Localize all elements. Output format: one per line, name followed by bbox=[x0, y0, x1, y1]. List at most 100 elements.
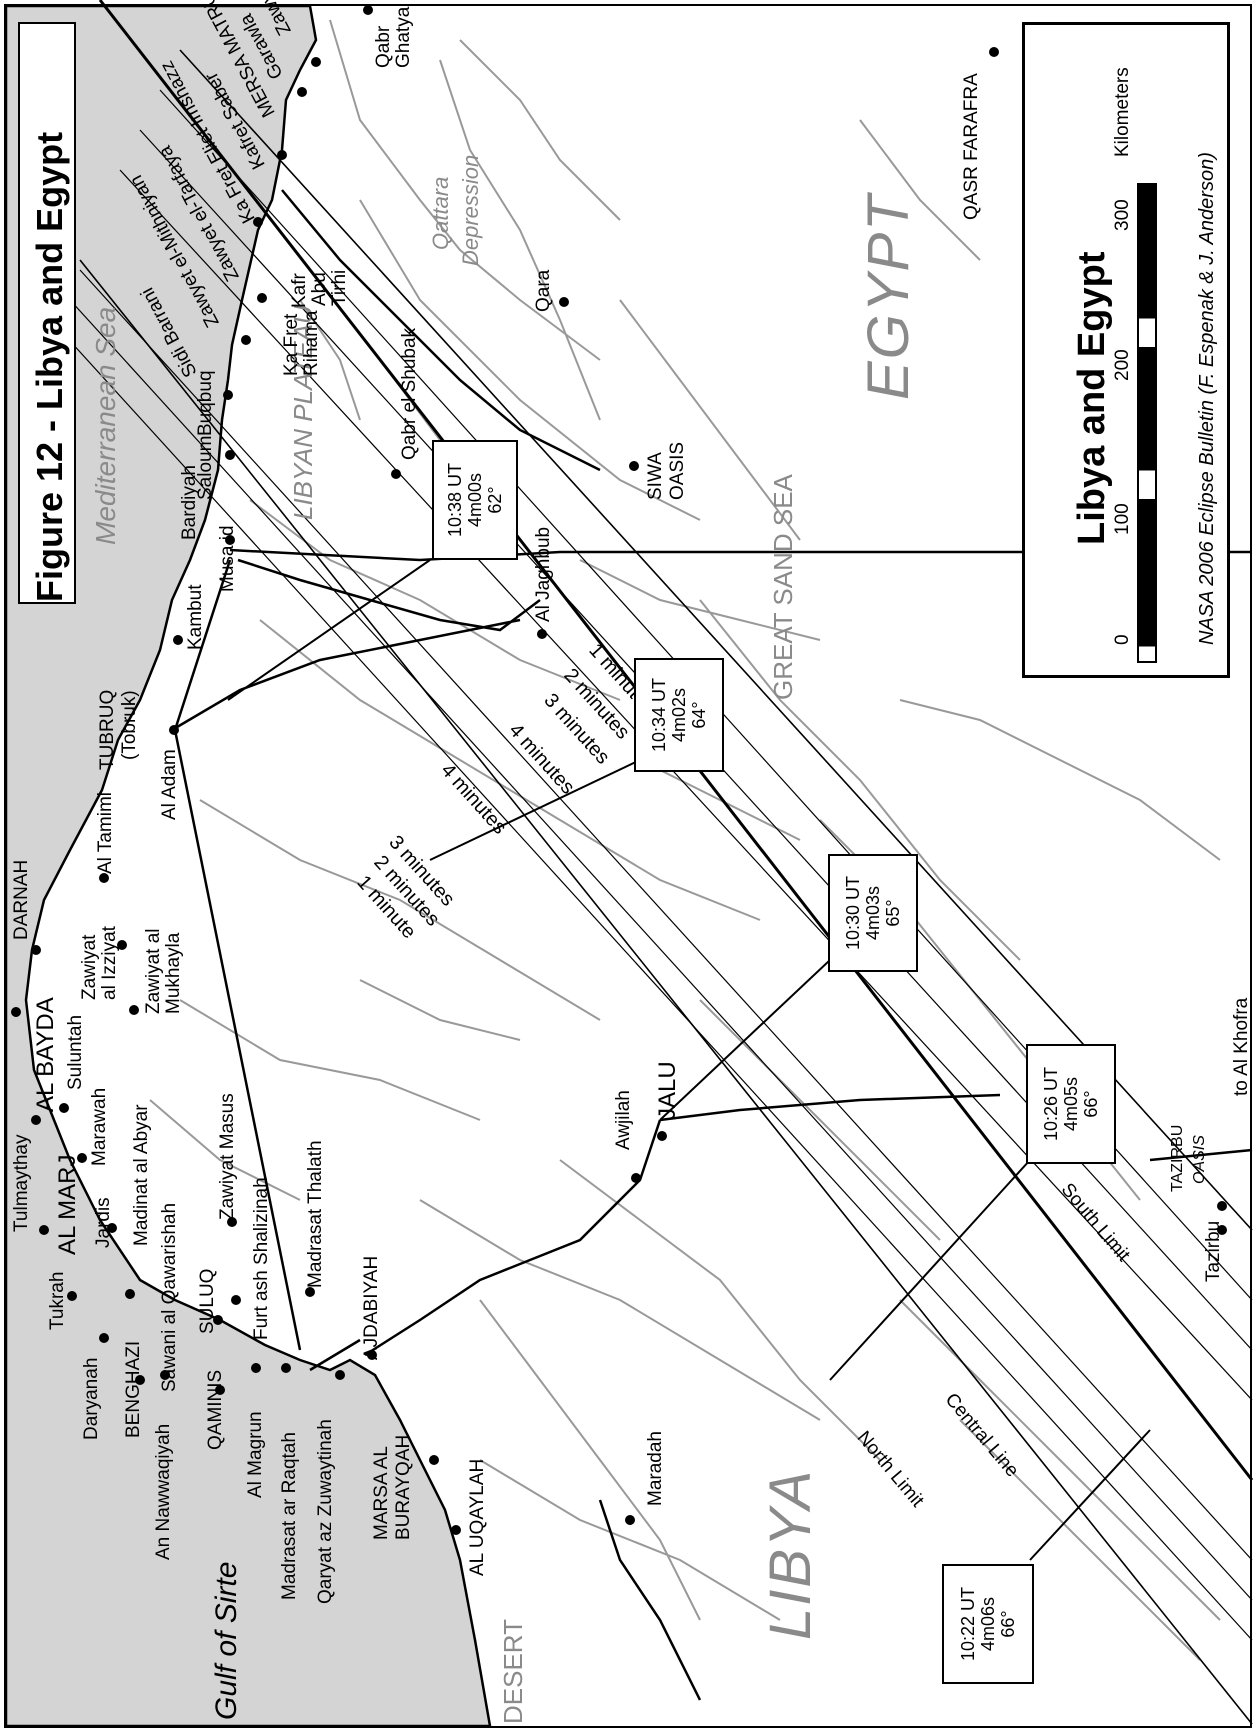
north-limit-line bbox=[79, 259, 1253, 1725]
altitude-1038: 62° bbox=[485, 486, 506, 514]
time-1022: 10:22 UT bbox=[957, 1586, 978, 1662]
place-al-tamimi: Al Tamimi bbox=[95, 792, 116, 874]
duration-1030: 4m03s bbox=[862, 885, 883, 941]
south-limit-line bbox=[179, 49, 1253, 1231]
place-zawiyat-izziyat-1: Zawiyat bbox=[79, 934, 100, 1000]
place-jardis: Jardis bbox=[93, 1197, 114, 1248]
altitude-1022: 66° bbox=[998, 1610, 1019, 1638]
place-awjilah: Awjilah bbox=[613, 1090, 634, 1150]
duration-1026: 4m05s bbox=[1060, 1076, 1081, 1132]
place-tubruq-2: (Tobruk) bbox=[119, 690, 140, 760]
place-madrasat-thalath: Madrasat Thalath bbox=[305, 1140, 326, 1288]
place-qabr-ghatya-2: Ghatya bbox=[393, 6, 414, 68]
place-an-nawwaqiyah: An Nawwaqiyah bbox=[153, 1423, 174, 1560]
place-kambut: Kambut bbox=[185, 584, 206, 650]
place-al-jaghbub: Al Jaghbub bbox=[533, 526, 554, 622]
altitude-1026: 66° bbox=[1081, 1090, 1102, 1118]
duration-1022: 4m06s bbox=[977, 1596, 998, 1652]
scale-bar bbox=[1137, 183, 1157, 663]
time-1030: 10:30 UT bbox=[842, 875, 863, 951]
place-madinat: Madinat al Abyar bbox=[131, 1104, 152, 1246]
time-1026: 10:26 UT bbox=[1040, 1066, 1061, 1142]
egypt-label: EGYPT bbox=[856, 193, 921, 400]
legend-box: Libya and Egypt 0 100 200 300 Kilometers… bbox=[1022, 22, 1230, 678]
altitude-1030: 65° bbox=[883, 899, 904, 927]
place-al-uqaylah: AL UQAYLAH bbox=[467, 1458, 488, 1576]
scale-tick-0: 0 bbox=[1112, 634, 1133, 645]
place-al-adam: Al Adam bbox=[159, 749, 180, 820]
place-zawiyat-mukhayla-1: Zawiyat al bbox=[143, 928, 164, 1014]
qattara-label-1: Qattara bbox=[428, 176, 453, 250]
place-al-bayda: AL BAYDA bbox=[32, 997, 59, 1112]
place-madrasat-ar-raqtah: Madrasat ar Raqtah bbox=[279, 1432, 300, 1600]
place-qara: Qara bbox=[533, 269, 554, 312]
place-kafr-2: Abu bbox=[309, 272, 330, 306]
place-qaminis: QAMINIS bbox=[205, 1369, 226, 1450]
place-al-marj: AL MARJ bbox=[54, 1154, 81, 1255]
place-sawani: Sawani al Qawarishah bbox=[159, 1202, 180, 1392]
place-al-magrun: Al Magrun bbox=[245, 1411, 266, 1498]
place-marsa-al-burayqah-1: MARSA AL bbox=[371, 1446, 392, 1540]
libya-label: LIBYA bbox=[758, 1468, 823, 1640]
desert-label: DESERT bbox=[498, 1619, 528, 1724]
place-tazirbu: Tazirbu bbox=[1203, 1220, 1224, 1282]
time-1034: 10:34 UT bbox=[648, 677, 669, 753]
great-sand-sea-label: GREAT SAND SEA bbox=[768, 474, 798, 700]
place-tukrah: Tukrah bbox=[47, 1271, 68, 1330]
title-box: Figure 12 - Libya and Egypt bbox=[18, 22, 76, 604]
figure-title: Figure 12 - Libya and Egypt bbox=[29, 131, 70, 602]
place-tazirbu-oasis-1: TAZIRBU bbox=[1169, 1124, 1186, 1192]
place-tazirbu-oasis-2: OASIS bbox=[1191, 1135, 1208, 1184]
place-siwa-1: SIWA bbox=[645, 452, 666, 500]
place-tubruq-1: TUBRUQ bbox=[97, 689, 118, 770]
place-kafr-3: Tirhi bbox=[329, 269, 350, 306]
scale-unit: Kilometers bbox=[1112, 67, 1133, 157]
place-furt-ash-shalizinah: Furt ash Shalizinah bbox=[251, 1177, 272, 1340]
place-zawiyat-izziyat-2: al Izziyat bbox=[99, 926, 120, 1000]
place-buqbuq: Buqbuq bbox=[195, 370, 216, 436]
place-ka-fret-rihama-2: Rihama bbox=[301, 310, 322, 376]
place-darnah: DARNAH bbox=[11, 859, 32, 940]
place-benghazi: BENGHAZI bbox=[123, 1340, 144, 1438]
place-al-khofra: to Al Khofra bbox=[1231, 997, 1252, 1096]
mediterranean-label: Mediterranean Sea bbox=[90, 306, 121, 545]
place-ajdabiyah: AJDABIYAH bbox=[361, 1255, 382, 1360]
place-saloum: Saloum bbox=[195, 435, 216, 500]
place-tulmaythay: Tulmaythay bbox=[11, 1134, 32, 1233]
scale-tick-300: 300 bbox=[1112, 199, 1133, 231]
place-zawiyat-mukhayla-2: Mukhayla bbox=[163, 932, 184, 1014]
legend-heading: Libya and Egypt bbox=[1071, 251, 1113, 545]
place-maradah: Maradah bbox=[645, 1431, 666, 1506]
place-zawiyat-masus: Zawiyat Masus bbox=[217, 1093, 238, 1220]
place-qasr-farafra: QASR FARAFRA bbox=[961, 73, 982, 220]
scale-tick-100: 100 bbox=[1112, 503, 1133, 535]
place-qaryat-az-zuwaytinah: Qaryat az Zuwaytinah bbox=[315, 1419, 336, 1604]
place-ka-fret-rihama-1: Ka Fret bbox=[281, 313, 302, 376]
place-qabr-ghatya-1: Qabr bbox=[373, 25, 394, 68]
scale-tick-200: 200 bbox=[1112, 349, 1133, 381]
place-daryanah: Daryanah bbox=[81, 1357, 102, 1440]
altitude-1034: 64° bbox=[689, 701, 710, 729]
time-1038: 10:38 UT bbox=[444, 462, 465, 538]
duration-1038: 4m00s bbox=[464, 472, 485, 528]
place-jalu: JALU bbox=[654, 1061, 681, 1120]
qattara-label-2: Depression bbox=[458, 154, 483, 266]
place-marawah: Marawah bbox=[89, 1087, 110, 1166]
place-suluntah: Suluntah bbox=[65, 1014, 86, 1090]
place-siwa-2: OASIS bbox=[667, 441, 688, 500]
duration-1034: 4m02s bbox=[668, 687, 689, 743]
place-qabr-el-shubak: Qabr el Shubak bbox=[399, 327, 420, 460]
egypt-libya-border bbox=[229, 548, 1252, 562]
credit-caption: NASA 2006 Eclipse Bulletin (F. Espenak &… bbox=[1196, 152, 1218, 645]
place-suluq: SULUQ bbox=[197, 1268, 218, 1334]
gulf-label: Gulf of Sirte bbox=[210, 1561, 243, 1720]
place-marsa-al-burayqah-2: BURAYQAH bbox=[393, 1434, 414, 1540]
place-kafr-1: Kafr bbox=[289, 273, 310, 308]
place-musa-id: Musa id bbox=[217, 525, 238, 592]
